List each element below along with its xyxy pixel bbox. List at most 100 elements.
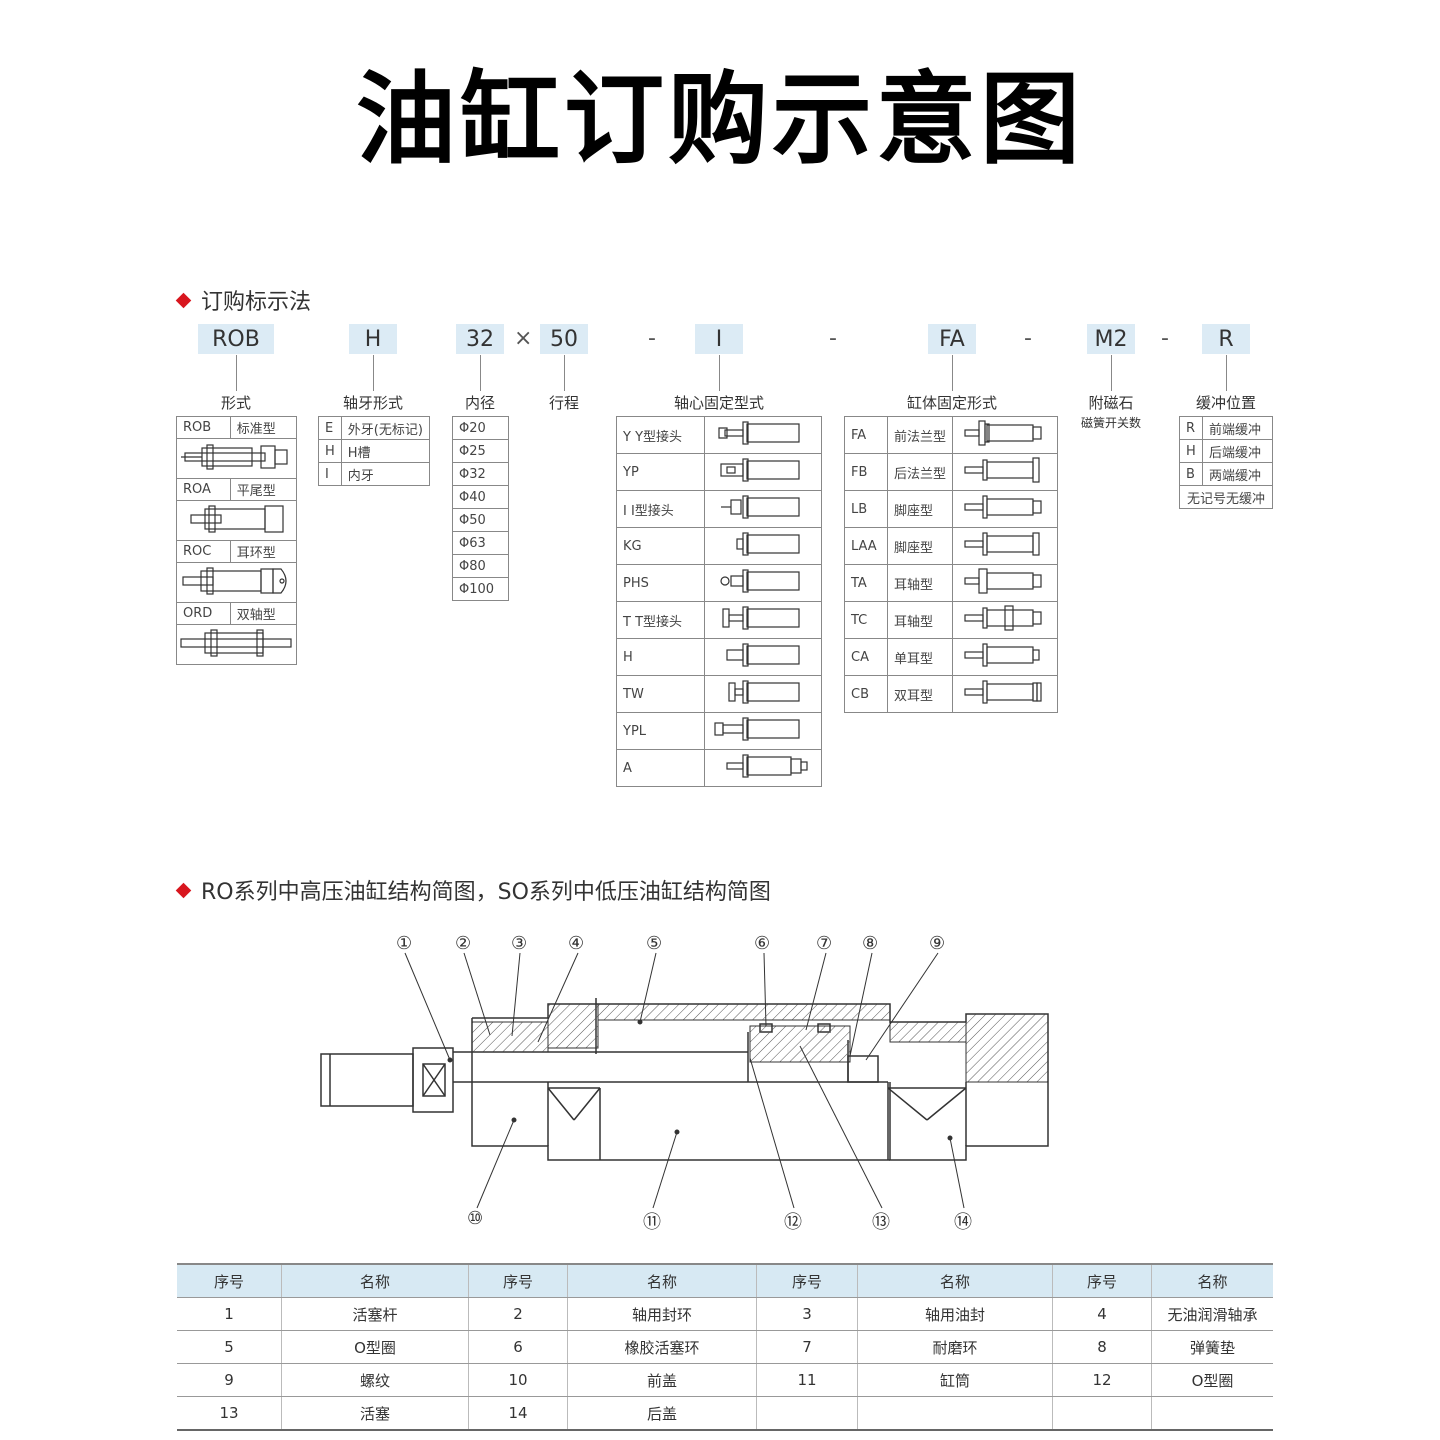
cushion-name: 前端缓冲: [1202, 416, 1273, 440]
code-box-thread: H: [349, 324, 397, 354]
part-index: [756, 1396, 858, 1431]
body-mount-name: 耳轴型: [886, 564, 954, 602]
cylinder-drawing-icon: [190, 505, 284, 533]
shaft-mount-drawing: [704, 453, 822, 491]
body-mount-name: 脚座型: [886, 527, 954, 565]
part-index: 11: [756, 1363, 858, 1397]
part-index: 14: [468, 1396, 568, 1431]
cylinder-drawing-icon: [736, 532, 800, 556]
callout-8: ⑧: [862, 933, 879, 954]
cylinder-image-roc: [176, 562, 297, 603]
label-body-mount: 缸体固定形式: [906, 394, 997, 412]
body-mount-name: 耳轴型: [886, 601, 954, 639]
cylinder-drawing-icon: [964, 457, 1040, 483]
shaft-mount-drawing: [704, 675, 822, 713]
bore-value: Φ25: [452, 439, 509, 463]
callout-2: ②: [455, 933, 472, 954]
shaft-mount-table: Y Y型接头 YP I I型接头 KG PHS T T型接头 H TW YPL …: [616, 416, 822, 787]
part-index: 7: [756, 1330, 858, 1364]
cylinder-drawing-icon: [714, 717, 800, 741]
body-mount-drawing: [952, 675, 1058, 713]
form-code: ROA: [176, 478, 231, 501]
part-name: 螺纹: [281, 1363, 469, 1397]
shaft-mount-code: T T型接头: [616, 601, 705, 639]
code-box-bore: 32: [456, 324, 504, 354]
part-index: 2: [468, 1297, 568, 1331]
code-box-form: ROB: [198, 324, 274, 354]
part-name: 轴用封环: [567, 1297, 757, 1331]
cylinder-drawing-icon: [718, 421, 800, 445]
part-name: O型圈: [1151, 1363, 1273, 1397]
cushion-name: 两端缓冲: [1202, 462, 1273, 486]
part-index: 5: [177, 1330, 282, 1364]
callout-10: ⑩: [467, 1208, 484, 1229]
part-index: [1052, 1396, 1152, 1431]
cylinder-drawing-icon: [964, 420, 1042, 446]
shaft-mount-code: I I型接头: [616, 490, 705, 528]
header-index: 序号: [1052, 1263, 1152, 1298]
part-index: 3: [756, 1297, 858, 1331]
section-heading-text: 订购标示法: [201, 290, 312, 315]
part-name: 后盖: [567, 1396, 757, 1431]
callout-14: ⑭: [954, 1212, 972, 1233]
connector-line: [1111, 355, 1112, 391]
cylinder-image-rob: [176, 438, 297, 479]
shaft-mount-drawing: [704, 749, 822, 787]
shaft-mount-drawing: [704, 564, 822, 602]
code-separator-dash: -: [1161, 326, 1169, 351]
cylinder-image-roa: [176, 500, 297, 541]
cushion-name: 后端缓冲: [1202, 439, 1273, 463]
connector-line: [373, 355, 374, 391]
body-mount-drawing: [952, 564, 1058, 602]
part-index: 13: [177, 1396, 282, 1431]
header-name: 名称: [1151, 1263, 1273, 1298]
cylinder-drawing-icon: [721, 495, 800, 519]
section-heading-text: RO系列中高压油缸结构简图，SO系列中低压油缸结构简图: [201, 880, 771, 905]
shaft-mount-drawing: [704, 638, 822, 676]
code-box-shaft-mount: I: [695, 324, 743, 354]
body-mount-code: CB: [844, 675, 888, 713]
connector-line: [719, 355, 720, 391]
cylinder-drawing-icon: [964, 680, 1042, 704]
callout-3: ③: [511, 933, 528, 954]
code-separator-times: ×: [514, 326, 533, 351]
form-code: ROC: [176, 540, 231, 563]
label-magnet: 附磁石: [1088, 394, 1134, 412]
part-index: 1: [177, 1297, 282, 1331]
callout-4: ④: [568, 933, 585, 954]
code-box-stroke: 50: [540, 324, 588, 354]
code-box-cushion: R: [1202, 324, 1250, 354]
cylinder-drawing-icon: [964, 643, 1040, 667]
part-name: 橡胶活塞环: [567, 1330, 757, 1364]
cylinder-drawing-icon: [964, 568, 1042, 594]
shaft-mount-code: A: [616, 749, 705, 787]
part-name: 活塞杆: [281, 1297, 469, 1331]
body-mount-drawing: [952, 638, 1058, 676]
thread-name: H槽: [340, 439, 430, 463]
part-name: 弹簧垫: [1151, 1330, 1273, 1364]
section-heading-ordering: 订购标示法: [175, 284, 312, 316]
shaft-mount-drawing: [704, 712, 822, 750]
body-mount-name: 单耳型: [886, 638, 954, 676]
shaft-mount-drawing: [704, 416, 822, 454]
body-mount-name: 后法兰型: [886, 453, 954, 491]
body-mount-code: CA: [844, 638, 888, 676]
bore-table: Φ20 Φ25 Φ32 Φ40 Φ50 Φ63 Φ80 Φ100: [452, 416, 509, 601]
section-heading-structure: RO系列中高压油缸结构简图，SO系列中低压油缸结构简图: [175, 874, 771, 906]
header-name: 名称: [281, 1263, 469, 1298]
part-index: 4: [1052, 1297, 1152, 1331]
page-title: 油缸订购示意图: [356, 61, 1084, 178]
shaft-mount-code: Y Y型接头: [616, 416, 705, 454]
header-index: 序号: [177, 1263, 282, 1298]
cylinder-drawing-icon: [182, 567, 287, 595]
part-name: 耐磨环: [857, 1330, 1053, 1364]
code-separator-dash: -: [1024, 326, 1032, 351]
bore-value: Φ63: [452, 531, 509, 555]
connector-line: [1226, 355, 1227, 391]
cushion-code: H: [1179, 439, 1203, 463]
